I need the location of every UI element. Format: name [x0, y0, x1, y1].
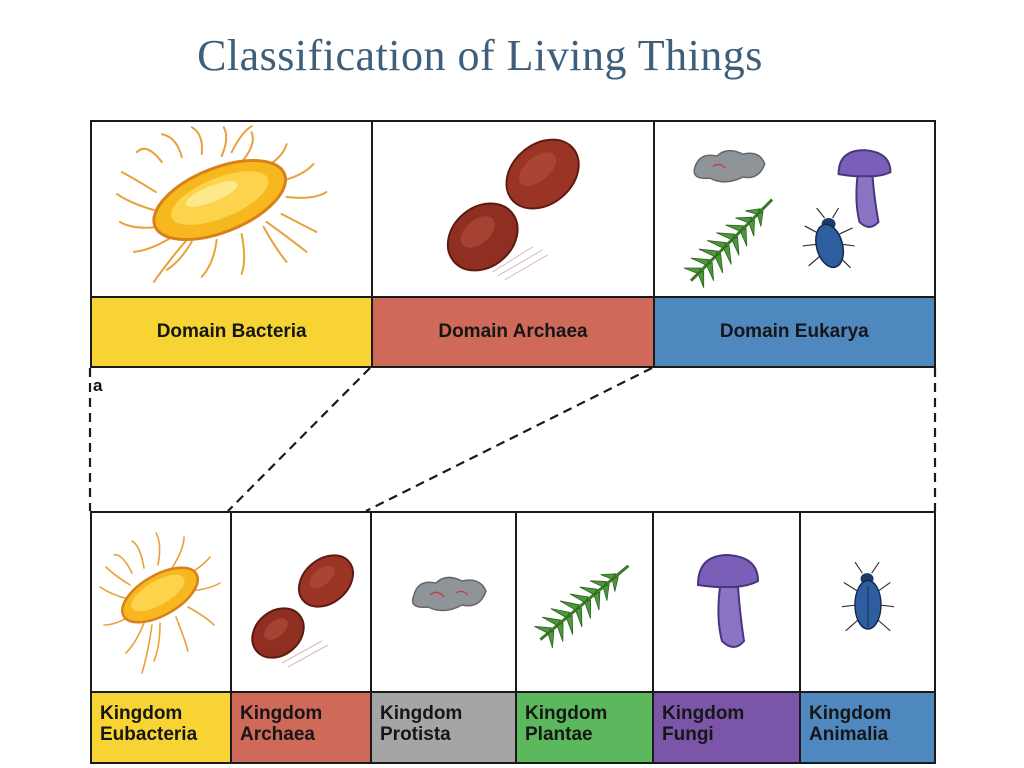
kingdom-fungi-label: Kingdom Fungi: [654, 693, 799, 762]
kingdom-eubacteria-label: Kingdom Eubacteria: [92, 693, 230, 762]
kingdom-plantae-label: Kingdom Plantae: [517, 693, 652, 762]
kingdom-archaea-line1: Kingdom: [240, 703, 323, 724]
kingdom-protista-line1: Kingdom: [380, 703, 463, 724]
kingdom-animalia-line2: Animalia: [809, 724, 889, 745]
kingdom-fungi-line1: Kingdom: [662, 703, 745, 724]
kingdom-fungi-cell: Kingdom Fungi: [654, 513, 801, 762]
bacterium-icon: [115, 125, 328, 283]
domain-archaea-cell: Domain Archaea: [373, 122, 655, 366]
kingdom-eubacteria-line2: Eubacteria: [100, 724, 198, 745]
eubacterium-icon: [99, 532, 221, 674]
kingdom-archaea-line2: Archaea: [240, 724, 315, 745]
archaea-illustration: [373, 122, 653, 298]
kingdom-plantae-cell: Kingdom Plantae: [517, 513, 654, 762]
plantae-illustration: [517, 513, 652, 693]
fern-icon: [534, 564, 630, 648]
animalia-illustration: [801, 513, 934, 693]
kingdom-protista-cell: Kingdom Protista: [372, 513, 517, 762]
panel-letter: a: [93, 376, 103, 395]
protist-icon: [411, 576, 487, 612]
connector-archaea-right: [365, 367, 653, 512]
kingdom-protista-label: Kingdom Protista: [372, 693, 515, 762]
kingdom-row: Kingdom Eubacteria Kingdom Archaea: [90, 511, 936, 764]
beetle-icon: [841, 561, 895, 632]
kingdom-animalia-line1: Kingdom: [809, 703, 892, 724]
domain-bacteria-label: Domain Bacteria: [92, 298, 372, 366]
eukarya-icon: [683, 149, 892, 288]
kingdom-archaea-cell: Kingdom Archaea: [232, 513, 372, 762]
kingdom-archaea-illustration: [232, 513, 370, 693]
domain-row: Domain Bacteria Domain Archaea: [90, 120, 936, 368]
fungi-illustration: [654, 513, 799, 693]
kingdom-animalia-label: Kingdom Animalia: [801, 693, 934, 762]
kingdom-animalia-cell: Kingdom Animalia: [801, 513, 934, 762]
eukarya-illustration: [654, 122, 934, 298]
domain-eukarya-cell: Domain Eukarya: [654, 122, 934, 366]
domain-eukarya-label: Domain Eukarya: [654, 298, 934, 366]
mushroom-icon: [696, 553, 760, 648]
kingdom-archaea-icon: [251, 554, 354, 668]
kingdom-plantae-line1: Kingdom: [525, 703, 608, 724]
protista-illustration: [372, 513, 515, 693]
kingdom-plantae-line2: Plantae: [525, 724, 593, 745]
archaea-icon: [447, 138, 581, 281]
kingdom-archaea-label: Kingdom Archaea: [232, 693, 370, 762]
connector-archaea-left: [227, 367, 371, 512]
eubacteria-illustration: [92, 513, 230, 693]
bacterium-illustration: [92, 122, 372, 298]
slide-title: Classification of Living Things: [197, 31, 763, 80]
kingdom-protista-line2: Protista: [380, 724, 451, 745]
domain-bacteria-cell: Domain Bacteria: [92, 122, 374, 366]
kingdom-eubacteria-cell: Kingdom Eubacteria: [92, 513, 232, 762]
domain-archaea-label: Domain Archaea: [373, 298, 653, 366]
kingdom-fungi-line2: Fungi: [662, 724, 714, 745]
kingdom-eubacteria-line1: Kingdom: [100, 703, 183, 724]
